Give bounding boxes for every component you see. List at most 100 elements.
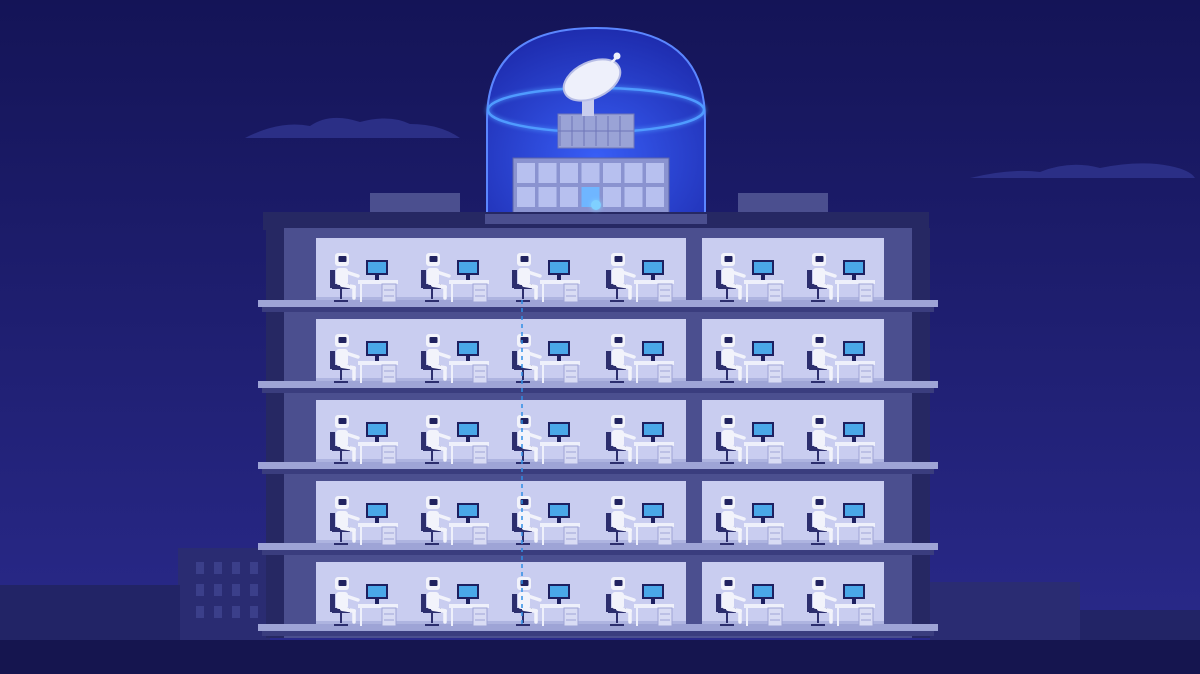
bg-window: [196, 606, 204, 618]
workstation-desk: [835, 341, 875, 384]
robot-worker: [330, 577, 360, 626]
bg-building-left-low: [0, 585, 180, 649]
monitor-icon: [457, 422, 479, 442]
control-window: [581, 163, 600, 183]
robot-worker: [807, 415, 837, 464]
cloud-left: [245, 117, 460, 138]
robot-worker: [330, 415, 360, 464]
clouds: [245, 117, 1195, 178]
monitor-icon: [843, 584, 865, 604]
bg-window: [214, 562, 222, 574]
beam-source-light: [591, 200, 601, 210]
robot-worker: [512, 415, 542, 464]
robot-worker: [421, 415, 451, 464]
workstation-desk: [358, 422, 398, 465]
workstation-desk: [358, 341, 398, 384]
monitor-icon: [642, 422, 664, 442]
monitor-icon: [366, 503, 388, 523]
bg-window: [232, 606, 240, 618]
bg-window: [214, 584, 222, 596]
bg-window: [232, 584, 240, 596]
monitor-icon: [366, 584, 388, 604]
monitor-icon: [548, 422, 570, 442]
workstation-desk: [744, 584, 784, 627]
robot-worker: [716, 496, 746, 545]
workstation-desk: [358, 260, 398, 303]
robot-worker: [716, 334, 746, 383]
workstation-desk: [744, 260, 784, 303]
monitor-icon: [752, 260, 774, 280]
roof-ledge: [485, 214, 707, 224]
bg-building-right: [930, 582, 1080, 648]
robot-worker: [606, 334, 636, 383]
workstation-desk: [449, 584, 489, 627]
monitor-icon: [457, 584, 479, 604]
bg-window: [196, 584, 204, 596]
office-floor: [258, 319, 938, 393]
control-window: [538, 187, 557, 207]
workstation-desk: [835, 503, 875, 546]
workstation-desk: [540, 422, 580, 465]
monitor-icon: [457, 260, 479, 280]
robot-worker: [807, 334, 837, 383]
monitor-icon: [548, 584, 570, 604]
monitor-icon: [366, 341, 388, 361]
workstation-desk: [449, 503, 489, 546]
robot-worker: [330, 496, 360, 545]
robot-worker: [807, 496, 837, 545]
monitor-icon: [843, 503, 865, 523]
monitor-icon: [843, 341, 865, 361]
control-window: [538, 163, 557, 183]
workstation-desk: [835, 584, 875, 627]
control-window: [603, 187, 621, 207]
robot-worker: [807, 253, 837, 302]
roof-unit-left: [370, 193, 460, 213]
roof: [263, 193, 929, 230]
workstation-desk: [540, 260, 580, 303]
workstation-desk: [540, 503, 580, 546]
robot-worker: [606, 577, 636, 626]
robot-worker: [421, 334, 451, 383]
control-window: [517, 187, 535, 207]
ground: [0, 640, 1200, 674]
robot-worker: [716, 415, 746, 464]
roof-unit-right: [738, 193, 828, 213]
monitor-icon: [457, 341, 479, 361]
robot-worker: [421, 496, 451, 545]
dome: [486, 26, 706, 215]
control-window: [646, 163, 664, 183]
bg-window: [250, 606, 258, 618]
monitor-icon: [642, 341, 664, 361]
workstation-desk: [744, 503, 784, 546]
building-edge-right: [912, 228, 930, 638]
robot-worker: [330, 253, 360, 302]
monitor-icon: [548, 260, 570, 280]
control-window: [624, 187, 643, 207]
workstation-desk: [634, 341, 674, 384]
monitor-icon: [366, 422, 388, 442]
workstation-desk: [449, 260, 489, 303]
workstation-desk: [540, 341, 580, 384]
robot-worker: [421, 253, 451, 302]
bg-window: [250, 584, 258, 596]
control-window: [603, 163, 621, 183]
robot-worker: [606, 496, 636, 545]
robot-worker: [421, 577, 451, 626]
workstation-desk: [634, 260, 674, 303]
data-beams: [521, 200, 664, 630]
control-window: [560, 187, 578, 207]
robot-worker: [606, 415, 636, 464]
workstation-desk: [744, 422, 784, 465]
cloud-right: [970, 163, 1195, 178]
monitor-icon: [548, 341, 570, 361]
workstation-desk: [835, 260, 875, 303]
monitor-icon: [752, 584, 774, 604]
monitor-icon: [642, 260, 664, 280]
control-window: [560, 163, 578, 183]
monitor-icon: [752, 422, 774, 442]
robot-worker: [512, 334, 542, 383]
control-window: [517, 163, 535, 183]
bg-window: [196, 562, 204, 574]
monitor-icon: [752, 341, 774, 361]
